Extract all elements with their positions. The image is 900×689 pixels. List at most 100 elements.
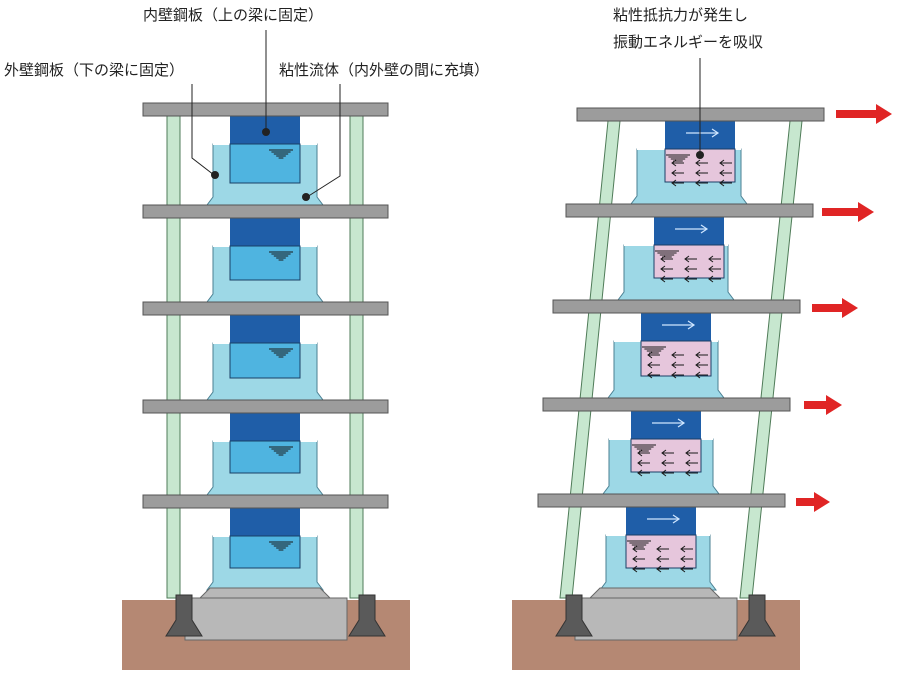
inner-plate-left-3	[229, 440, 301, 474]
flow-arrow-icon-3-2-1	[661, 469, 667, 477]
foundation-left	[184, 597, 348, 641]
load-arrow-icon-4	[814, 492, 830, 512]
inner-plate-top-left-1	[230, 218, 300, 246]
flow-arrow-icon-3-0-1	[661, 449, 667, 457]
beam-right-2	[552, 299, 801, 314]
flow-arrow-icon-0-0-2	[719, 159, 725, 167]
flow-arrow-icon-4-1-0	[632, 555, 638, 563]
beam-left-2	[142, 301, 389, 316]
inner-plate-top-right-3	[631, 411, 701, 439]
load-arrow-icon-0	[876, 104, 892, 124]
label-resist-line1: 粘性抵抗力が発生し	[613, 6, 749, 24]
flow-arrow-icon-0-0-1	[695, 159, 701, 167]
footing-left-b	[348, 594, 386, 637]
inner-plate-left-1	[229, 245, 301, 281]
flow-arrow-icon-1-1-2	[708, 265, 714, 273]
inner-plate-left-2	[229, 342, 301, 379]
flow-arrow-icon-4-2-2	[680, 565, 686, 573]
flow-arrow-icon-2-0-1	[671, 351, 677, 359]
flow-arrow-icon-0-1-1	[695, 169, 701, 177]
inner-plate-top-right-1	[654, 217, 724, 245]
flow-arrow-icon-2-1-1	[671, 361, 677, 369]
flow-arrow-icon-4-0-1	[656, 545, 662, 553]
beam-right-1	[565, 203, 814, 218]
load-arrow-shaft-1	[822, 208, 858, 216]
column-left-1	[349, 113, 364, 599]
inner-plate-top-left-4	[230, 508, 300, 536]
inner-plate-left-4	[229, 535, 301, 569]
flow-arrow-icon-1-0-2	[708, 255, 714, 263]
flow-arrow-icon-4-2-1	[656, 565, 662, 573]
leader-outer-plate	[191, 84, 215, 176]
beam-right-3	[542, 397, 791, 412]
leader-dot-outer-plate	[211, 171, 219, 179]
flow-arrow-icon-4-2-0	[632, 565, 638, 573]
leader-dot-inner-plate	[262, 128, 270, 136]
flow-arrow-icon-top-3	[677, 418, 686, 428]
flow-arrow-icon-2-2-1	[671, 371, 677, 379]
flow-arrow-icon-1-1-1	[684, 265, 690, 273]
flow-arrow-icon-1-2-1	[684, 275, 690, 283]
column-right-1	[739, 120, 803, 599]
flow-arrow-icon-4-0-0	[632, 545, 638, 553]
flow-arrow-icon-1-2-2	[708, 275, 714, 283]
footing-right-a	[555, 594, 593, 637]
flow-arrow-icon-4-1-2	[680, 555, 686, 563]
inner-plate-top-right-4	[626, 507, 696, 535]
flow-arrow-icon-2-2-2	[695, 371, 701, 379]
load-arrow-icon-1	[858, 202, 874, 222]
leader-fluid	[306, 84, 341, 198]
foundation-collar-right	[588, 587, 722, 599]
flow-arrow-icon-3-2-2	[685, 469, 691, 477]
inner-plate-top-right-2	[641, 313, 711, 341]
footing-left-a	[165, 594, 203, 637]
inner-plate-right-2	[640, 340, 712, 377]
flow-arrow-icon-2-2-0	[647, 371, 653, 379]
column-left-0	[166, 113, 181, 599]
label-fluid: 粘性流体（内外壁の間に充填）	[279, 61, 490, 79]
flow-arrow-icon-1-0-1	[684, 255, 690, 263]
flow-arrow-icon-0-1-2	[719, 169, 725, 177]
flow-arrow-icon-0-0-0	[671, 159, 677, 167]
beam-left-1	[142, 204, 389, 219]
flow-arrow-icon-4-0-2	[680, 545, 686, 553]
beam-right-4	[537, 493, 786, 508]
inner-plate-top-left-2	[230, 315, 300, 343]
flow-arrow-icon-0-2-1	[695, 179, 701, 187]
flow-arrow-icon-3-1-1	[661, 459, 667, 467]
flow-arrow-icon-4-1-1	[656, 555, 662, 563]
flow-arrow-icon-2-1-2	[695, 361, 701, 369]
load-arrow-icon-2	[842, 298, 858, 318]
load-arrow-shaft-3	[804, 401, 826, 409]
flow-arrow-icon-3-0-2	[685, 449, 691, 457]
flow-arrow-icon-1-0-0	[660, 255, 666, 263]
flow-arrow-icon-3-1-0	[637, 459, 643, 467]
flow-arrow-icon-1-2-0	[660, 275, 666, 283]
footing-right-b	[738, 594, 776, 637]
flow-arrow-icon-0-2-0	[671, 179, 677, 187]
label-outer-plate: 外壁鋼板（下の梁に固定）	[4, 61, 185, 79]
load-arrow-shaft-2	[812, 304, 842, 312]
flow-arrow-icon-top-4	[672, 514, 681, 524]
flow-arrow-icon-top-0	[711, 128, 720, 138]
load-arrow-shaft-0	[836, 110, 876, 118]
foundation-collar-left	[198, 587, 332, 599]
flow-arrow-icon-3-1-2	[685, 459, 691, 467]
label-resist-line2: 振動エネルギーを吸収	[613, 33, 764, 51]
beam-left-4	[142, 494, 389, 509]
load-arrow-shaft-4	[796, 498, 814, 506]
leader-dot-fluid	[302, 193, 310, 201]
flow-arrow-icon-3-0-0	[637, 449, 643, 457]
flow-arrow-icon-0-1-0	[671, 169, 677, 177]
label-inner-plate: 内壁鋼板（上の梁に固定）	[143, 6, 324, 24]
inner-plate-top-left-3	[230, 413, 300, 441]
beam-left-3	[142, 399, 389, 414]
flow-arrow-icon-1-1-0	[660, 265, 666, 273]
flow-arrow-icon-3-2-0	[637, 469, 643, 477]
flow-arrow-icon-0-2-2	[719, 179, 725, 187]
flow-arrow-icon-top-2	[687, 320, 696, 330]
flow-arrow-icon-2-0-0	[647, 351, 653, 359]
foundation-right	[574, 597, 738, 641]
